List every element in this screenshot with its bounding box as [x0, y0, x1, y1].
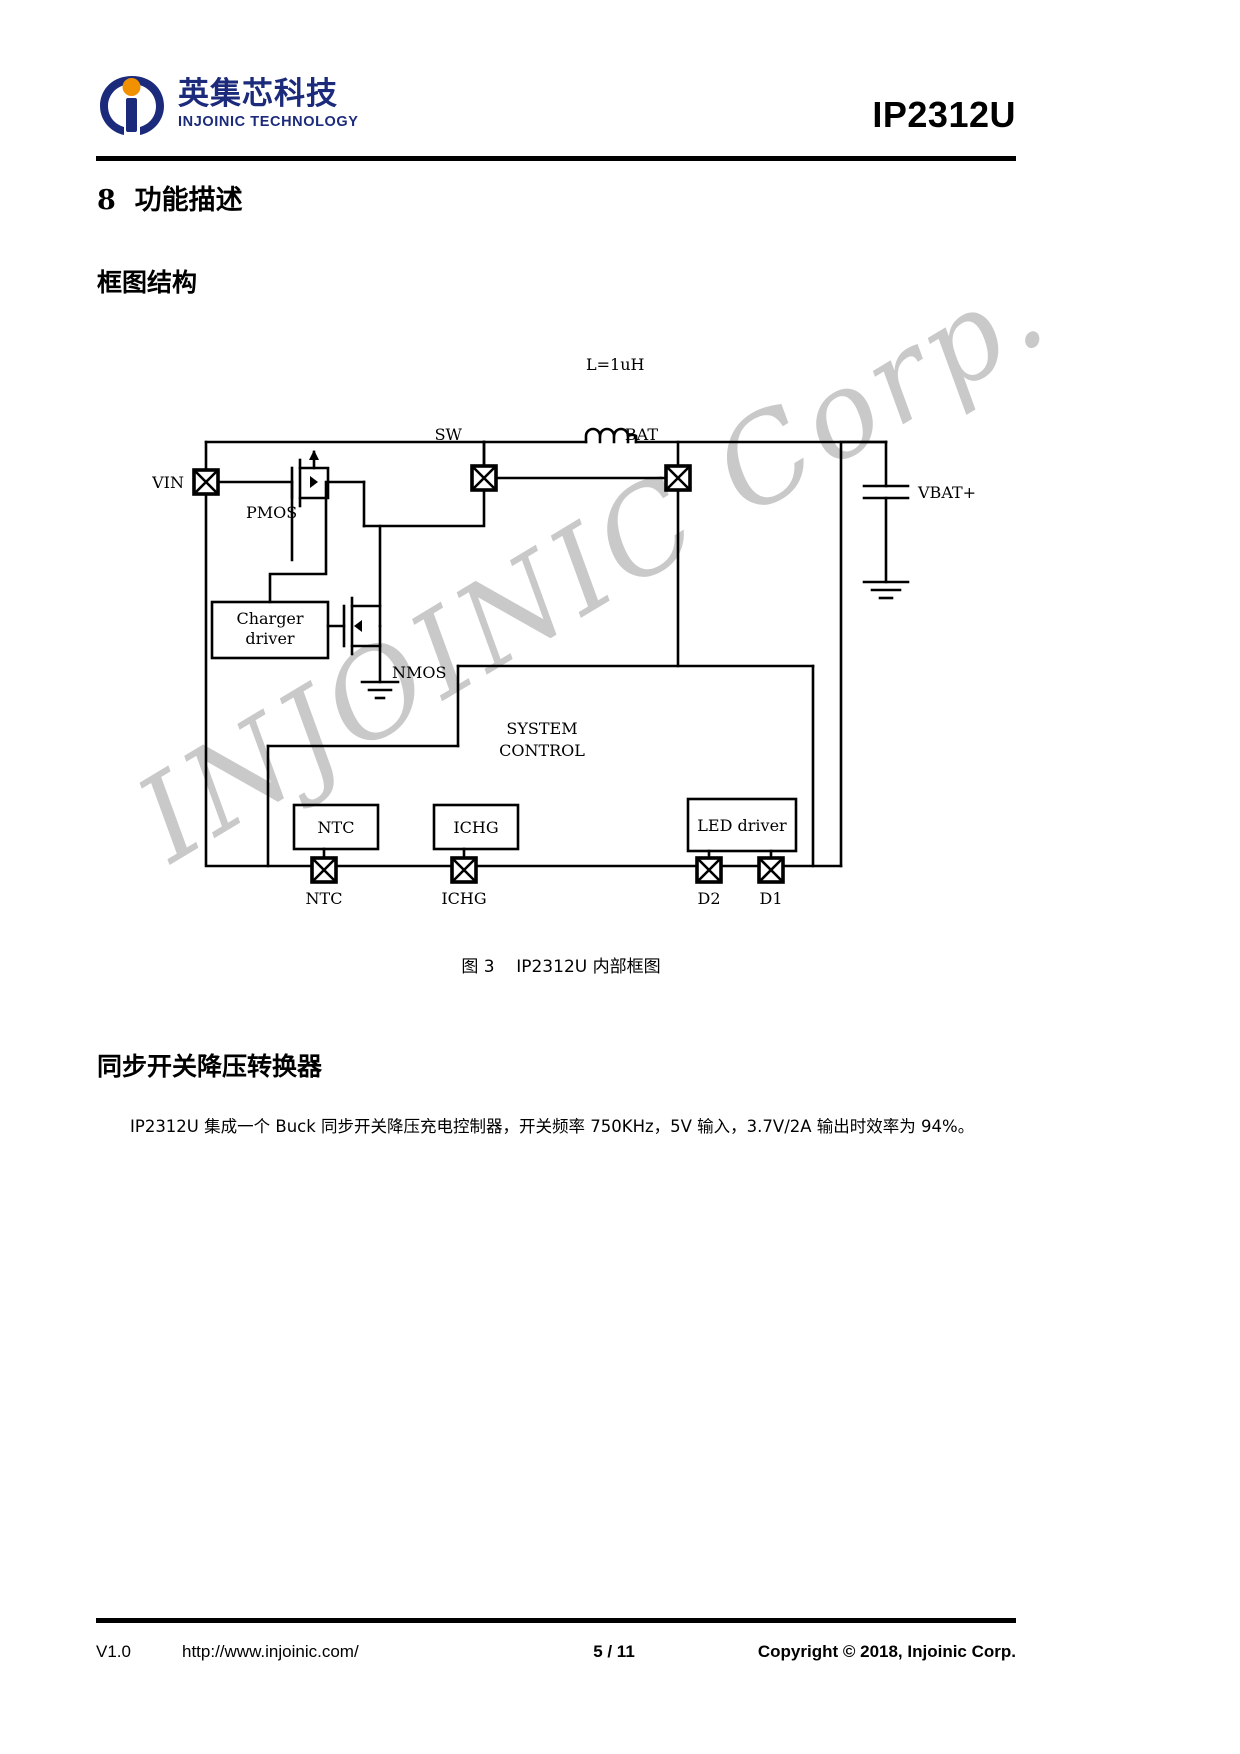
chip-outline-left [204, 440, 843, 868]
label-inductor: L=1uH [586, 355, 645, 374]
label-pin-sw: SW [435, 425, 463, 444]
label-vbat: VBAT+ [917, 483, 976, 502]
pin-symbol-ntc [310, 856, 338, 884]
label-pin-d1: D1 [759, 889, 782, 908]
document-part-number: IP2312U [872, 94, 1016, 135]
logo-english-name: INJOINIC TECHNOLOGY [178, 113, 359, 130]
pin-symbol-sw [470, 464, 498, 492]
label-pin-d2: D2 [697, 889, 720, 908]
diagram-labels: L=1uH VIN SW BAT NTC ICHG D2 D1 PMOS NMO… [151, 355, 976, 908]
system-control-line1: SYSTEM [506, 719, 577, 738]
ntc-block [292, 803, 380, 851]
pin-symbol-d1 [757, 856, 785, 884]
block-diagram-svg: L=1uH VIN SW BAT NTC ICHG D2 D1 PMOS NMO… [151, 355, 976, 908]
ichg-block [432, 803, 520, 851]
footer-copyright: Copyright © 2018, Injoinic Corp. [757, 1642, 1016, 1661]
label-pin-ichg: ICHG [441, 889, 486, 908]
footer-page-number: 5 / 11 [593, 1642, 635, 1661]
led-driver-block [686, 797, 798, 853]
figure-caption: 图 3 IP2312U 内部框图 [461, 957, 661, 977]
block-diagram-figure: L=1uH VIN SW BAT NTC ICHG D2 D1 PMOS NMO… [96, 330, 1026, 977]
logo-wordmark: 英集芯科技 INJOINIC TECHNOLOGY [178, 78, 359, 130]
header-divider [96, 156, 1016, 161]
label-pin-bat: BAT [625, 425, 658, 444]
wire-charger-to-pmos [268, 480, 328, 604]
body-paragraph: IP2312U 集成一个 Buck 同步开关降压充电控制器，开关频率 750KH… [130, 1117, 975, 1136]
charger-driver-line1: Charger [236, 609, 303, 628]
nmos-drain-lead [350, 604, 382, 628]
pmos-body-arrow [310, 476, 318, 488]
nmos-body-arrow [354, 620, 362, 632]
footer-version: V1.0 [96, 1642, 131, 1661]
pin-symbol-d2 [695, 856, 723, 884]
pmos-drain-lead [298, 466, 330, 484]
page-footer: V1.0 http://www.injoinic.com/ 5 / 11 Cop… [96, 1634, 1016, 1670]
footer-url[interactable]: http://www.injoinic.com/ [182, 1642, 359, 1661]
pmos-bulk-arrow [309, 450, 319, 460]
led-driver-block-label: LED driver [697, 816, 787, 835]
ichg-block-label: ICHG [453, 818, 498, 837]
pin-symbol-ichg [450, 856, 478, 884]
chip-outline-right [839, 440, 888, 868]
system-control-line2: CONTROL [499, 741, 585, 760]
label-pin-ntc: NTC [306, 889, 343, 908]
label-pin-vin: VIN [151, 473, 184, 492]
pin-symbol-bat [664, 464, 692, 492]
subsection-heading-buck-converter: 同步开关降压转换器 [97, 1052, 323, 1081]
logo-chinese-name: 英集芯科技 [178, 76, 338, 113]
pin-symbol-vin [192, 468, 220, 496]
label-nmos: NMOS [392, 663, 446, 682]
injoinic-logo-icon [96, 70, 168, 138]
nmos-source-lead [350, 624, 382, 648]
wire-node-to-sw [362, 488, 486, 528]
charger-driver-line2: driver [245, 629, 295, 648]
page-header: 英集芯科技 INJOINIC TECHNOLOGY IP2312U [96, 62, 1016, 154]
subsection-heading-block-diagram: 框图结构 [97, 268, 198, 297]
ntc-block-label: NTC [318, 818, 355, 837]
section-heading: 8 功能描述 [97, 185, 243, 216]
inductor-coil-icon [584, 427, 638, 444]
pin-symbols [192, 464, 785, 884]
footer-divider [96, 1618, 1016, 1623]
company-logo: 英集芯科技 INJOINIC TECHNOLOGY [96, 70, 359, 138]
pmos-source-lead [298, 480, 330, 500]
label-pmos: PMOS [246, 503, 297, 522]
